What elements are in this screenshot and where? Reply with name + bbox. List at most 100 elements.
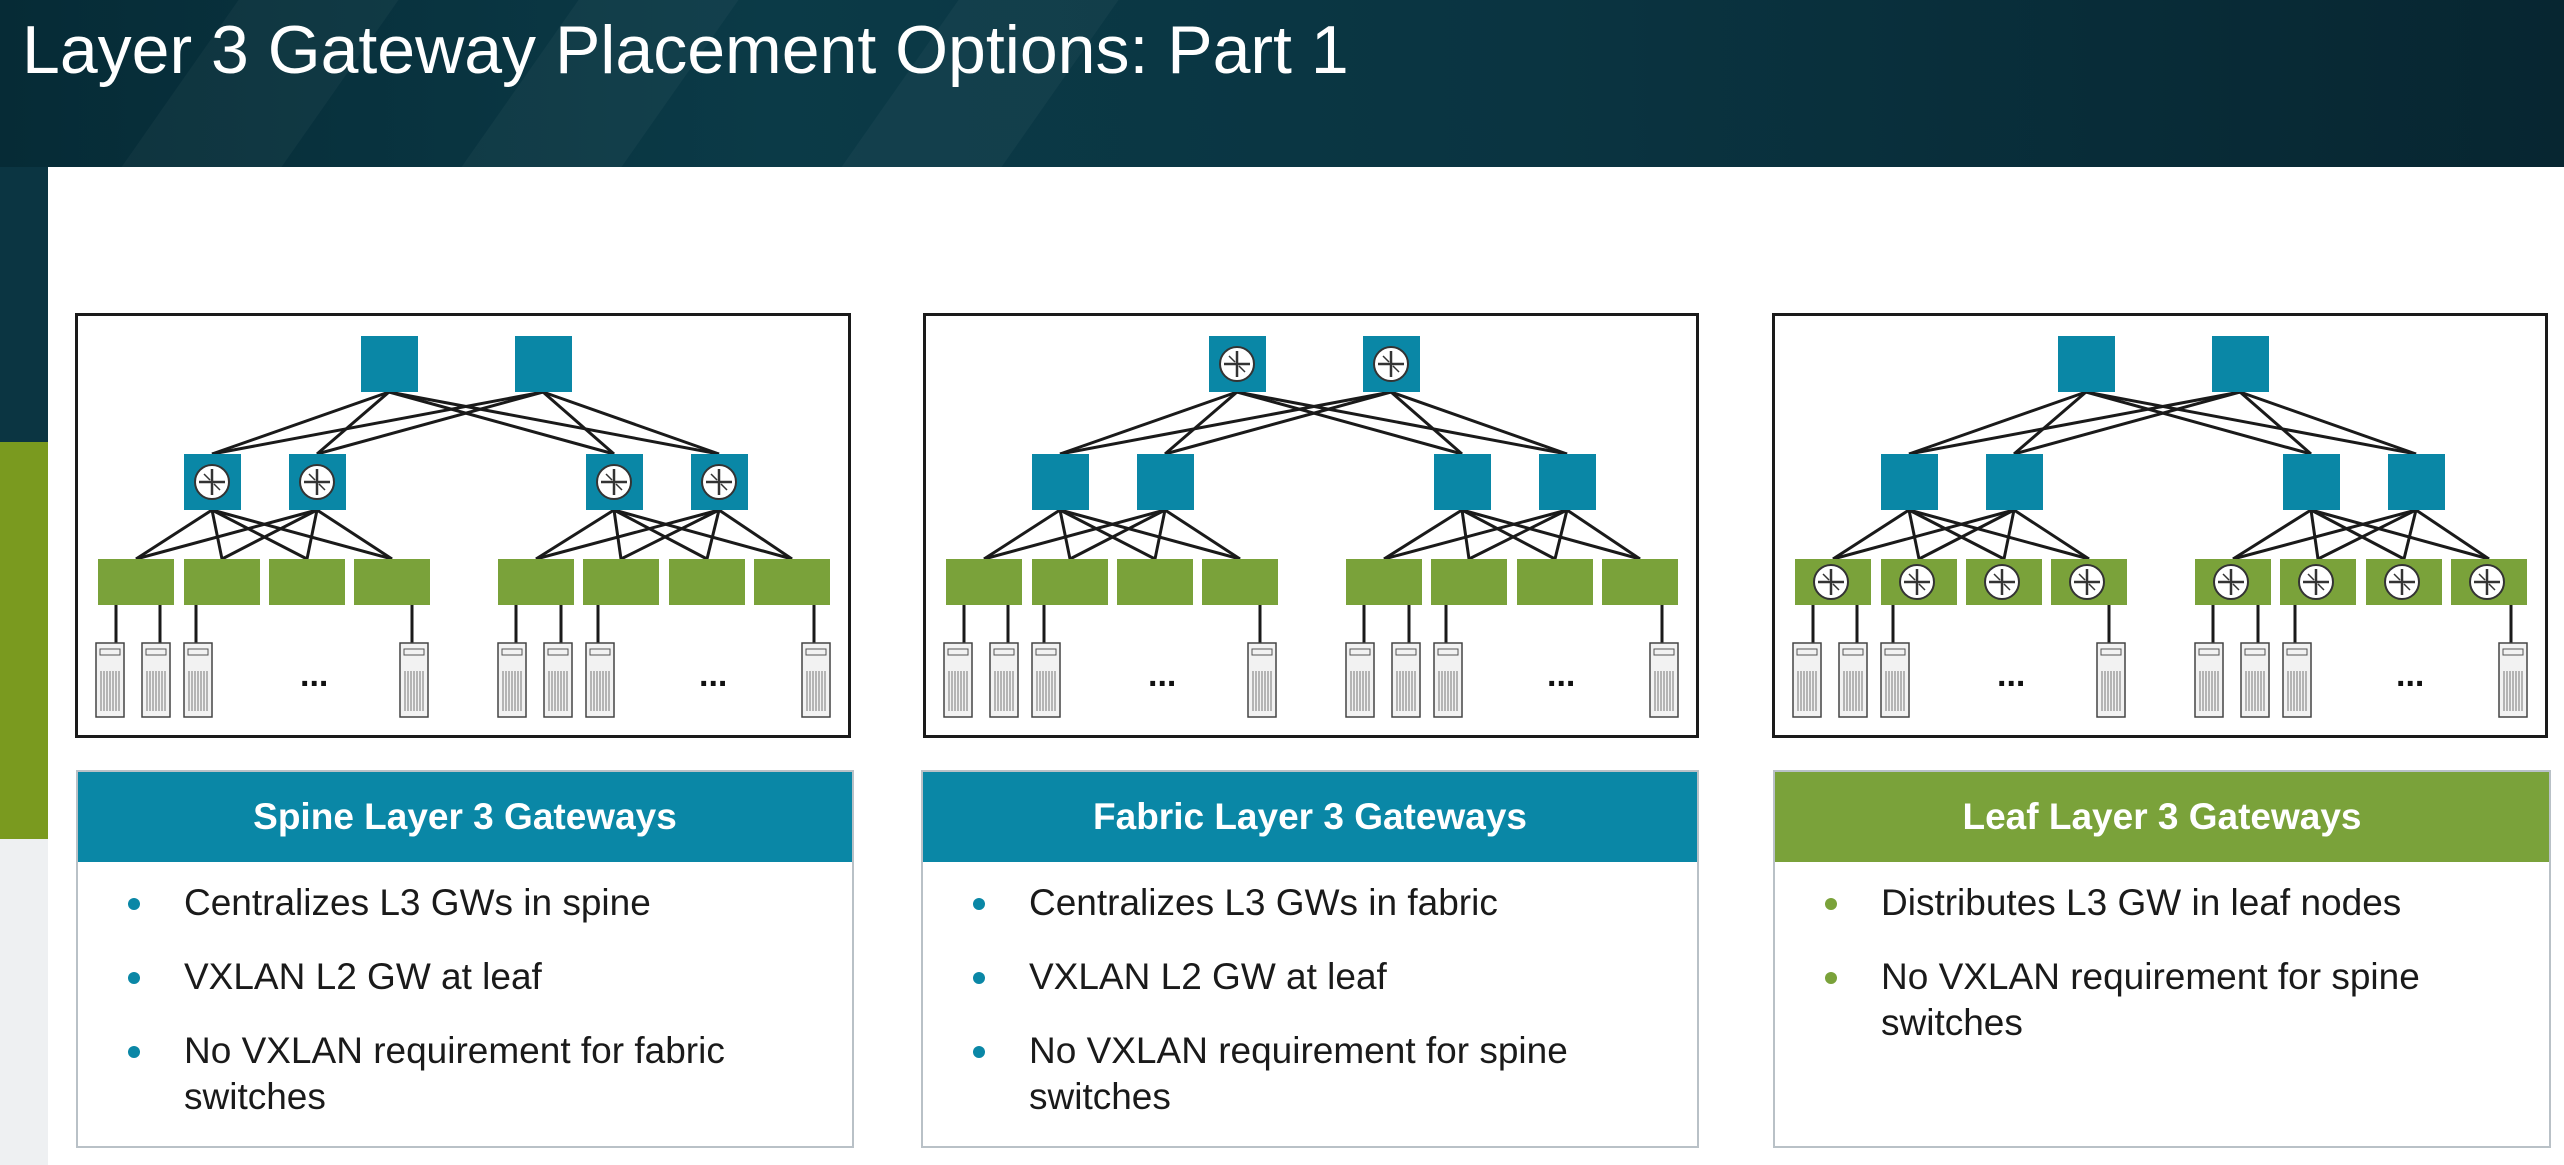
server-icon (1247, 642, 1277, 718)
spine-switch (2212, 336, 2269, 392)
leaf-switch (184, 559, 260, 605)
page-title: Layer 3 Gateway Placement Options: Part … (22, 12, 1349, 88)
accent-bar-green (0, 442, 48, 839)
diagram-leaf-gateways: ...... (1772, 313, 2548, 738)
bullet-dot (973, 898, 985, 910)
card-heading: Spine Layer 3 Gateways (78, 772, 852, 862)
bullet-dot (128, 1046, 140, 1058)
router-icon (1219, 346, 1255, 382)
leaf-switch (1795, 559, 1871, 605)
server-icon (2194, 642, 2224, 718)
leaf-switch (1602, 559, 1678, 605)
leaf-switch (498, 559, 574, 605)
accent-bar-grey (0, 839, 48, 1165)
bullet-text: No VXLAN requirement for spine switches (1881, 956, 2420, 1043)
server-icon (183, 642, 213, 718)
fabric-switch (691, 454, 748, 510)
bullet-text: Centralizes L3 GWs in spine (184, 882, 651, 923)
leaf-switch (1517, 559, 1593, 605)
server-icon (1391, 642, 1421, 718)
server-icon (2282, 642, 2312, 718)
bullet-dot (1825, 972, 1837, 984)
server-icon (2096, 642, 2126, 718)
server-icon (801, 642, 831, 718)
connection-lines (962, 390, 1664, 648)
leaf-switch (754, 559, 830, 605)
leaf-switch (2366, 559, 2442, 605)
server-icon (1880, 642, 1910, 718)
connection-lines (114, 390, 816, 648)
fabric-switch (586, 454, 643, 510)
leaf-switch (1881, 559, 1957, 605)
bullet-dot (973, 1046, 985, 1058)
leaf-switch (1346, 559, 1422, 605)
spine-switch (515, 336, 572, 392)
ellipsis-label: ... (1547, 656, 1575, 694)
ellipsis-label: ... (1997, 656, 2025, 694)
fabric-switch (1539, 454, 1596, 510)
card-heading: Fabric Layer 3 Gateways (923, 772, 1697, 862)
server-icon (1649, 642, 1679, 718)
accent-bar-dark (0, 167, 48, 442)
fabric-switch (1032, 454, 1089, 510)
leaf-switch (2451, 559, 2527, 605)
fabric-switch (289, 454, 346, 510)
leaf-switch (583, 559, 659, 605)
header-banner: Layer 3 Gateway Placement Options: Part … (0, 0, 2564, 167)
fabric-switch (1434, 454, 1491, 510)
bullet-item: VXLAN L2 GW at leaf (923, 954, 1697, 1000)
leaf-switch (2195, 559, 2271, 605)
router-icon (1373, 346, 1409, 382)
bullet-text: VXLAN L2 GW at leaf (1029, 956, 1387, 997)
leaf-switch (1431, 559, 1507, 605)
server-icon (497, 642, 527, 718)
bullet-text: Centralizes L3 GWs in fabric (1029, 882, 1498, 923)
bullet-dot (1825, 898, 1837, 910)
ellipsis-label: ... (300, 656, 328, 694)
fabric-switch (2388, 454, 2445, 510)
fabric-switch (184, 454, 241, 510)
bullet-text: Distributes L3 GW in leaf nodes (1881, 882, 2402, 923)
server-icon (989, 642, 1019, 718)
leaf-switch (2280, 559, 2356, 605)
card-leaf-gateways: Leaf Layer 3 Gateways Distributes L3 GW … (1773, 770, 2551, 1148)
bullet-list: Centralizes L3 GWs in spine VXLAN L2 GW … (78, 862, 852, 1120)
bullet-dot (128, 972, 140, 984)
server-icon (1345, 642, 1375, 718)
card-fabric-gateways: Fabric Layer 3 Gateways Centralizes L3 G… (921, 770, 1699, 1148)
ellipsis-label: ... (699, 656, 727, 694)
bullet-dot (128, 898, 140, 910)
card-spine-gateways: Spine Layer 3 Gateways Centralizes L3 GW… (76, 770, 854, 1148)
bullet-text: No VXLAN requirement for fabric switches (184, 1030, 725, 1117)
server-icon (2498, 642, 2528, 718)
fabric-switch (2283, 454, 2340, 510)
leaf-switch (2051, 559, 2127, 605)
server-icon (1433, 642, 1463, 718)
leaf-switch (1032, 559, 1108, 605)
diagram-fabric-gateways: ...... (923, 313, 1699, 738)
leaf-switch (1117, 559, 1193, 605)
bullet-list: Distributes L3 GW in leaf nodes No VXLAN… (1775, 862, 2549, 1046)
server-icon (1792, 642, 1822, 718)
bullet-list: Centralizes L3 GWs in fabric VXLAN L2 GW… (923, 862, 1697, 1120)
spine-switch (361, 336, 418, 392)
bullet-item: No VXLAN requirement for spine switches (923, 1028, 1697, 1120)
server-icon (1031, 642, 1061, 718)
connection-lines (1811, 390, 2513, 648)
bullet-item: No VXLAN requirement for fabric switches (78, 1028, 852, 1120)
bullet-dot (973, 972, 985, 984)
ellipsis-label: ... (2396, 656, 2424, 694)
fabric-switch (1881, 454, 1938, 510)
leaf-switch (98, 559, 174, 605)
spine-switch (2058, 336, 2115, 392)
bullet-text: VXLAN L2 GW at leaf (184, 956, 542, 997)
leaf-switch (1966, 559, 2042, 605)
bullet-item: Centralizes L3 GWs in spine (78, 880, 852, 926)
bullet-item: No VXLAN requirement for spine switches (1775, 954, 2549, 1046)
fabric-switch (1137, 454, 1194, 510)
server-icon (141, 642, 171, 718)
card-heading: Leaf Layer 3 Gateways (1775, 772, 2549, 862)
ellipsis-label: ... (1148, 656, 1176, 694)
server-icon (95, 642, 125, 718)
bullet-item: Centralizes L3 GWs in fabric (923, 880, 1697, 926)
